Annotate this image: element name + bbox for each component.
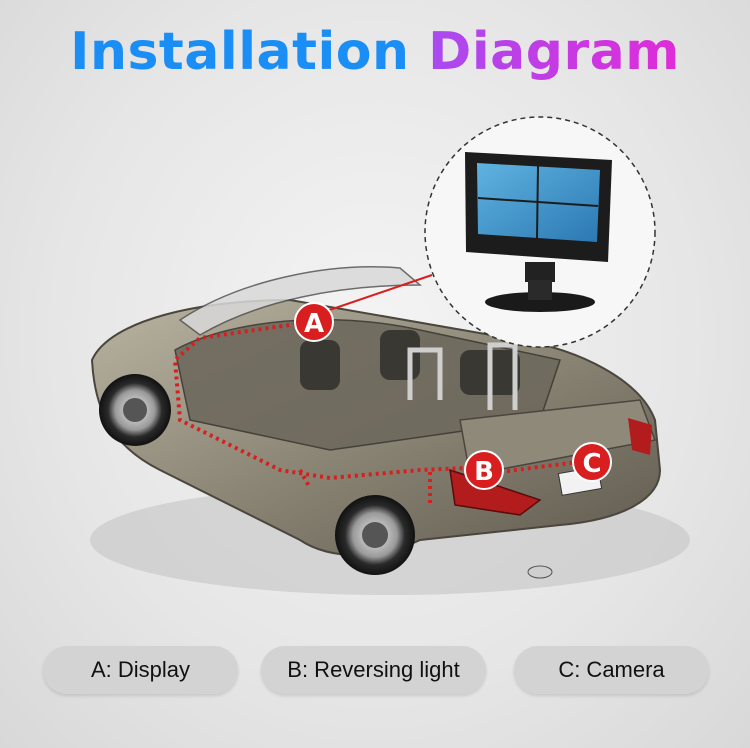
svg-text:C: C (582, 449, 601, 479)
seat-front-right (380, 330, 420, 380)
seat-front-left (300, 340, 340, 390)
svg-text:A: A (304, 309, 324, 339)
exhaust-pipe (527, 565, 553, 579)
legend-item-display: A: Display (43, 646, 238, 694)
legend-item-camera: C: Camera (514, 646, 709, 694)
roll-bar (407, 347, 443, 400)
svg-text:B: B (474, 457, 494, 487)
legend-item-reversing-light: B: Reversing light (261, 646, 486, 694)
title-word-installation: Installation (70, 22, 410, 82)
tail-light-right (628, 418, 652, 455)
display-callout (424, 116, 656, 348)
marker-c: C (572, 442, 612, 482)
monitor-icon (465, 152, 612, 312)
title-word-diagram: Diagram (428, 22, 680, 82)
marker-b: B (464, 450, 504, 490)
marker-a: A (294, 302, 334, 342)
windshield-frame (178, 266, 423, 336)
wiring-route (172, 320, 579, 505)
trunk (459, 399, 657, 476)
page-title: Installation Diagram (0, 22, 750, 82)
callout-line (311, 274, 433, 317)
roll-bar (487, 342, 518, 410)
